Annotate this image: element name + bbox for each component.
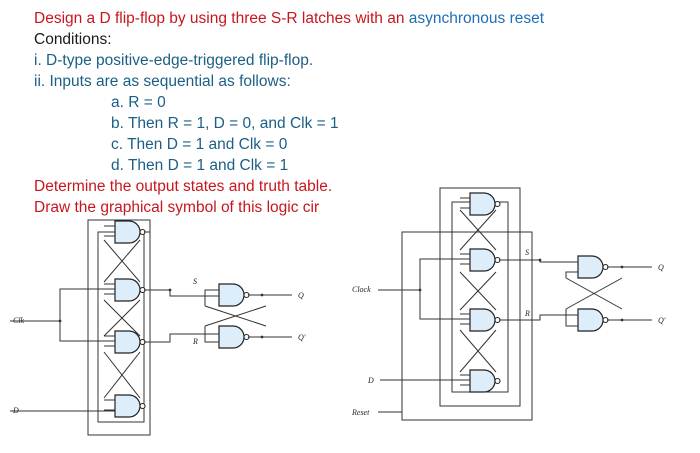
right-label-d: D — [367, 376, 374, 385]
right-latch-nand-q — [577, 255, 609, 279]
condition-i-text: i. D-type positive-edge-triggered flip-f… — [34, 52, 314, 69]
left-nand-4 — [114, 394, 146, 418]
left-latch-nand-q — [218, 283, 250, 307]
right-inner-frame — [451, 201, 509, 393]
left-nand-2 — [114, 278, 146, 302]
left-label-r: R — [192, 337, 198, 346]
step-a: a. R = 0 — [111, 94, 166, 111]
left-label-q: Q — [298, 291, 304, 300]
conditions-heading: Conditions: — [34, 31, 112, 48]
right-latch-nand-qbar — [577, 308, 609, 332]
left-nand-1 — [114, 220, 146, 244]
condition-i: i. D-type positive-edge-triggered flip-f… — [34, 51, 313, 71]
left-label-clk: Clk — [13, 316, 25, 325]
left-label-qbar: Q' — [298, 333, 306, 342]
right-nand-1 — [469, 192, 501, 216]
right-label-reset: Reset — [351, 408, 370, 417]
condition-ii: ii. Inputs are as sequential as follows: — [34, 73, 291, 90]
step-c: c. Then D = 1 and Clk = 0 — [111, 136, 288, 153]
left-nand-3 — [114, 330, 146, 354]
right-label-s: S — [525, 248, 529, 257]
draw-instruction: Draw the graphical symbol of this logic … — [34, 199, 320, 216]
left-label-d: D — [12, 406, 19, 415]
determine-instruction: Determine the output states and truth ta… — [34, 178, 333, 195]
step-d: d. Then D = 1 and Clk = 1 — [111, 157, 289, 174]
right-nand-4 — [469, 369, 501, 393]
right-label-r: R — [524, 309, 530, 318]
left-flip-flop-diagram: Clk D S R Q Q' — [10, 219, 306, 436]
left-outer-frame — [87, 219, 151, 436]
right-reset-frame — [401, 231, 533, 421]
right-nand-2 — [469, 248, 501, 272]
left-latch-nand-qbar — [218, 325, 250, 349]
title-prefix: Design a D flip-flop by using three S-R … — [34, 10, 409, 27]
title-highlight: asynchronous reset — [408, 10, 545, 27]
right-outer-frame — [439, 187, 521, 407]
right-nand-3 — [469, 308, 501, 332]
right-label-q: Q — [658, 263, 664, 272]
problem-title: Design a D flip-flop by using three S-R … — [34, 9, 544, 29]
right-label-qbar: Q' — [658, 316, 666, 325]
right-label-clock: Clock — [352, 285, 371, 294]
left-label-s: S — [193, 277, 197, 286]
right-flip-flop-diagram: Clock D Reset S R Q Q' — [351, 187, 666, 421]
step-b: b. Then R = 1, D = 0, and Clk = 1 — [111, 115, 339, 132]
